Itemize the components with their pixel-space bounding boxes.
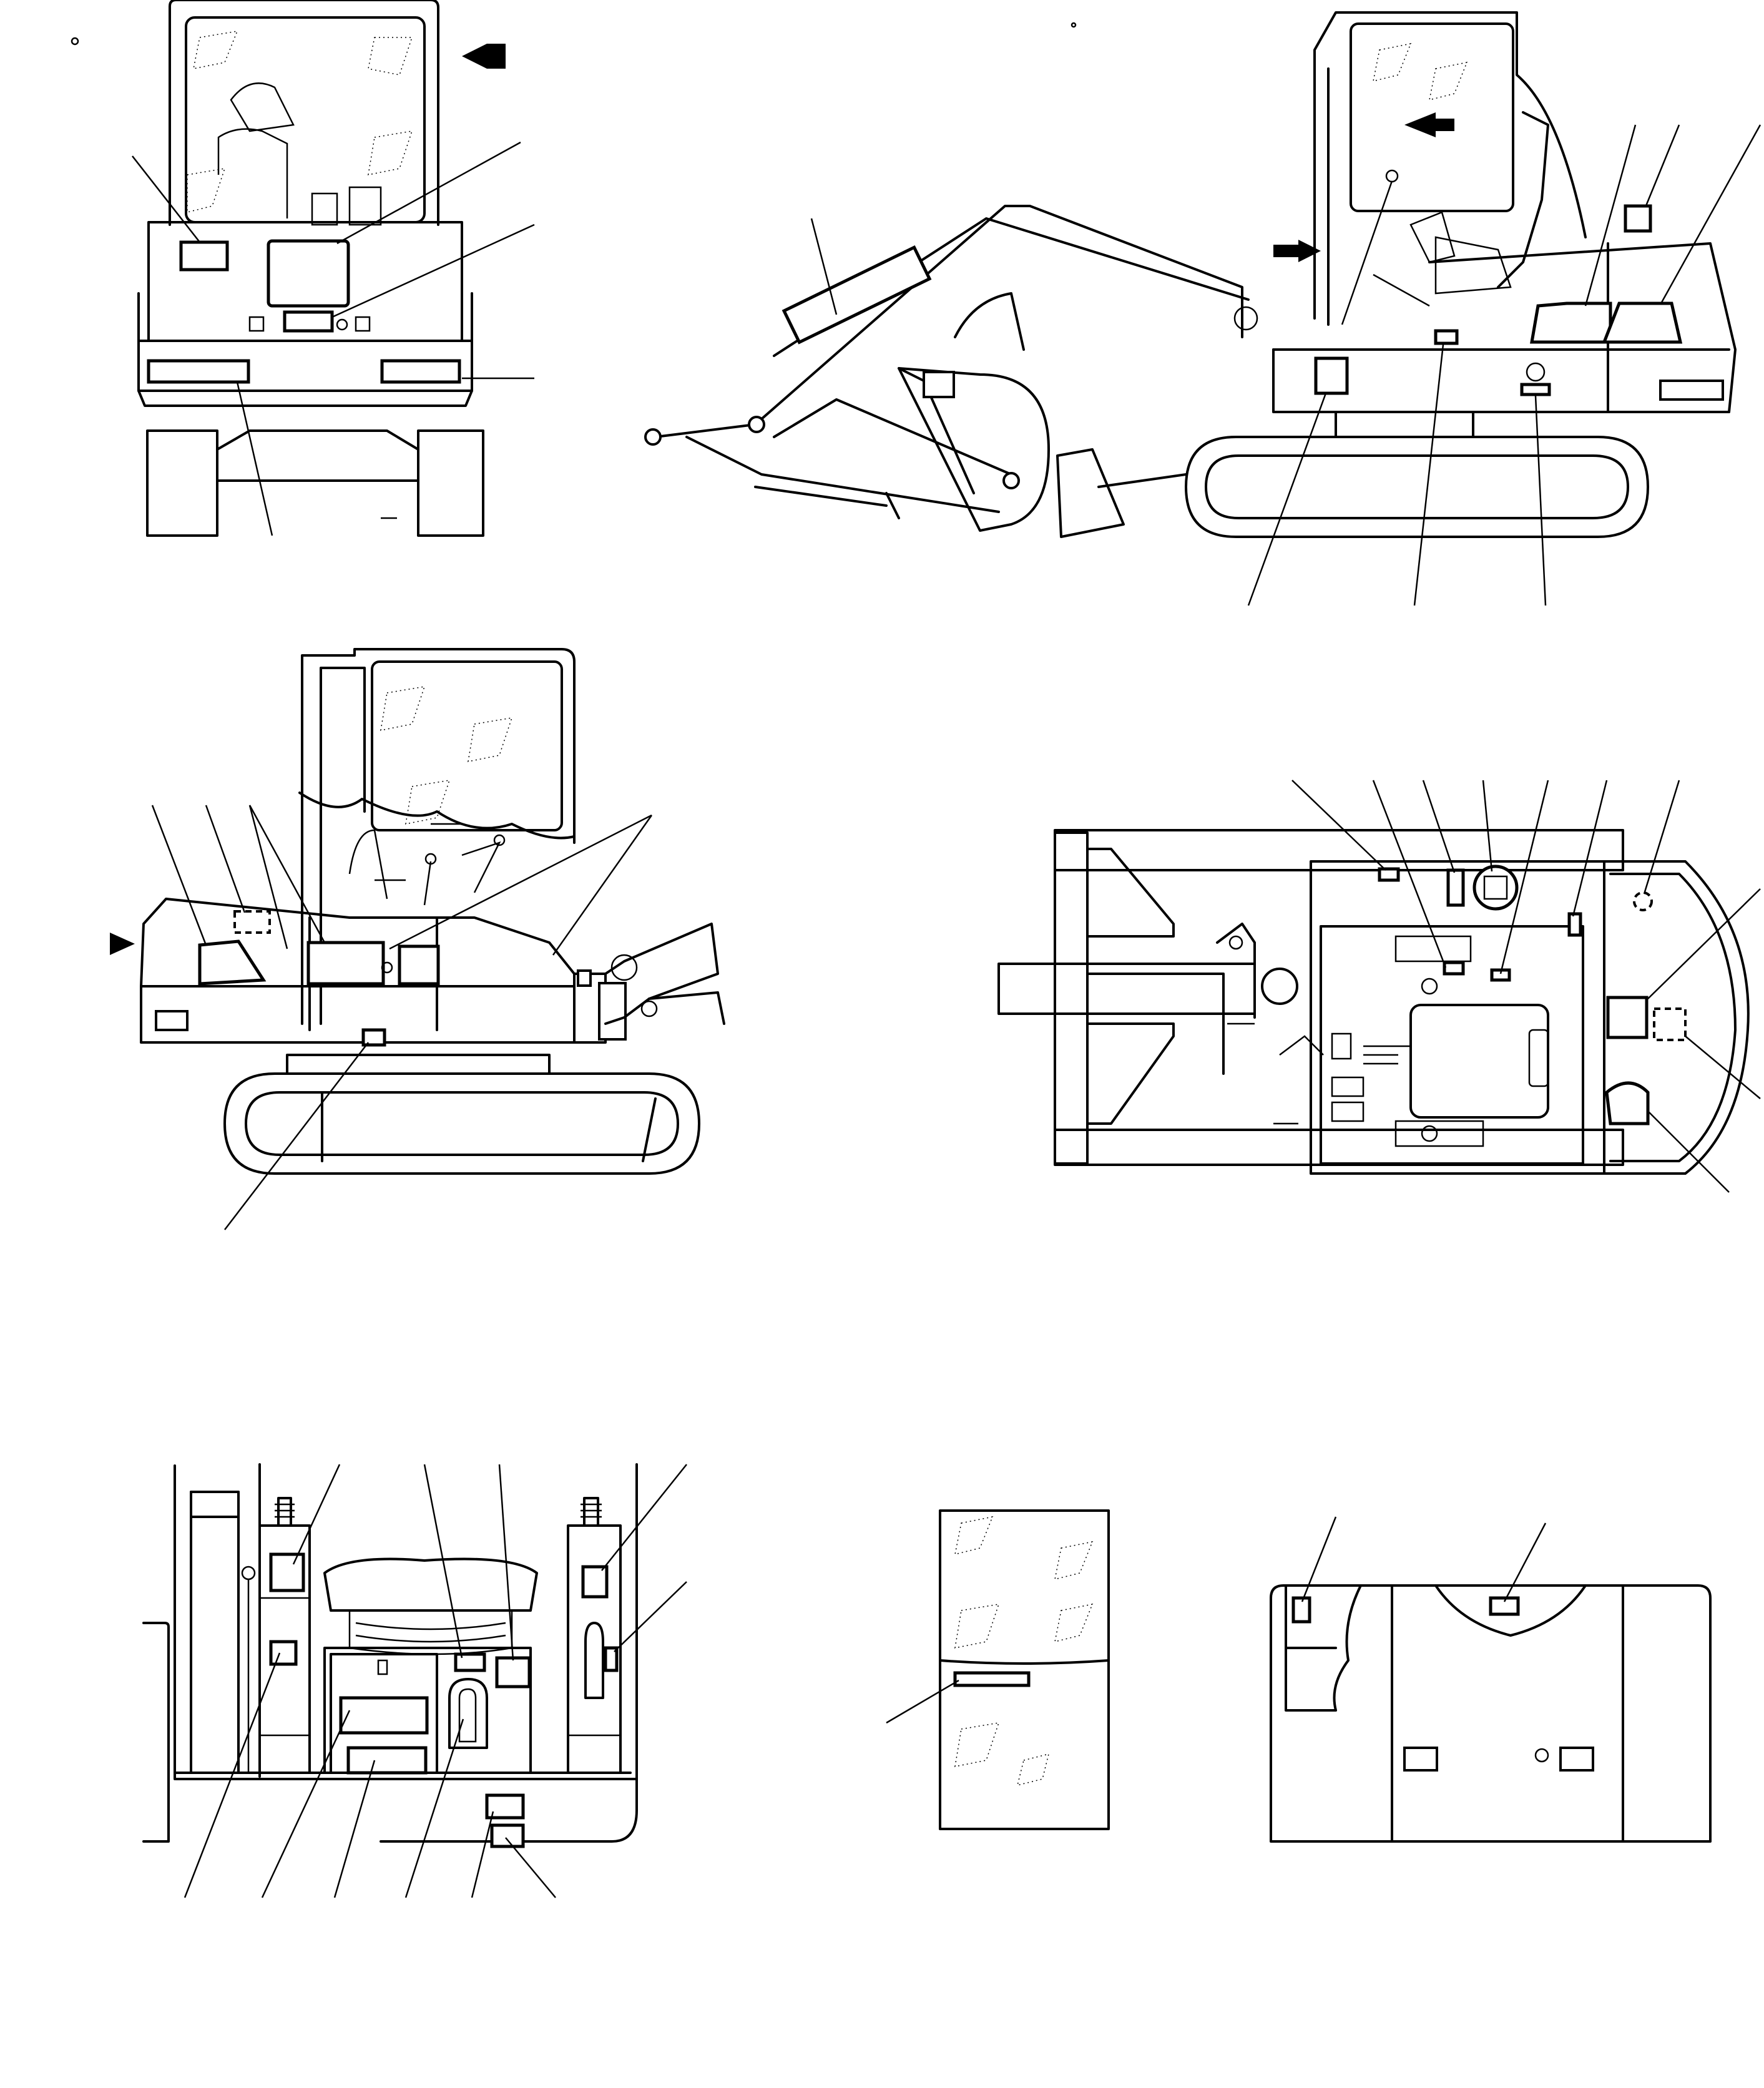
top-view-decal-9 [1605,1081,1650,1125]
right-side-decal-step [361,1028,386,1047]
top-view-decal-1 [1378,867,1400,882]
top-view-decal-7 [1606,996,1649,1039]
rear-decal-left [1291,1596,1311,1624]
front-view [132,0,535,537]
front-decal-center [267,239,350,308]
floor-decal-front-a [485,1793,525,1820]
top-view-decal-6 [1633,891,1653,911]
left-side-decal-window-a [1530,301,1612,344]
left-side-decal-window-b [1602,301,1683,344]
right-side-decal-b [398,944,440,986]
floor-decal-seat-corner [495,1656,531,1689]
floor-decal-right-console-side [604,1646,619,1672]
top-view-decal-2 [1446,868,1465,907]
left-side-decal-front [1314,356,1349,395]
door-decal [953,1671,1031,1687]
operator-floor-view [142,1463,687,1898]
floor-decal-right-console-top [581,1565,609,1599]
left-side-decal-lower [1520,383,1551,396]
floor-decal-seat-right [454,1652,486,1672]
top-view-decal-8 [1653,1007,1687,1041]
top-view-decal-round [1472,865,1519,911]
left-side-view [644,11,1762,606]
top-view-decal-3 [1443,961,1465,976]
right-side-view [110,648,725,1230]
boom-decal [782,245,932,345]
top-view-decal-5 [1567,912,1582,937]
front-decal-bottom-right [380,359,461,384]
floor-decal-left-console-low [269,1640,298,1666]
floor-decal-left-console-top [269,1552,305,1592]
right-side-decal-window [198,939,267,986]
left-side-upper-arrow-icon [1404,112,1454,137]
front-decal-small [283,310,334,333]
left-side-lower-arrow-icon [1273,240,1321,262]
floor-decal-seat-base-a [339,1696,429,1735]
rear-panel-view [1270,1516,1712,1843]
floor-decal-front-b [490,1823,525,1848]
cab-door-view [886,1509,1110,1830]
top-view [997,780,1761,1193]
front-view-arrow-icon [462,44,506,69]
right-side-decal-hidden [233,910,271,934]
top-view-decal-4 [1490,968,1511,982]
right-side-arrow-icon [110,933,135,955]
floor-decal-seat-base-b [346,1746,428,1775]
left-side-decal-step [1434,329,1459,345]
front-decal-left [179,240,229,272]
left-side-decal-top [1624,204,1652,233]
right-side-decal-a [306,941,385,986]
front-decal-bottom-left [147,359,250,384]
